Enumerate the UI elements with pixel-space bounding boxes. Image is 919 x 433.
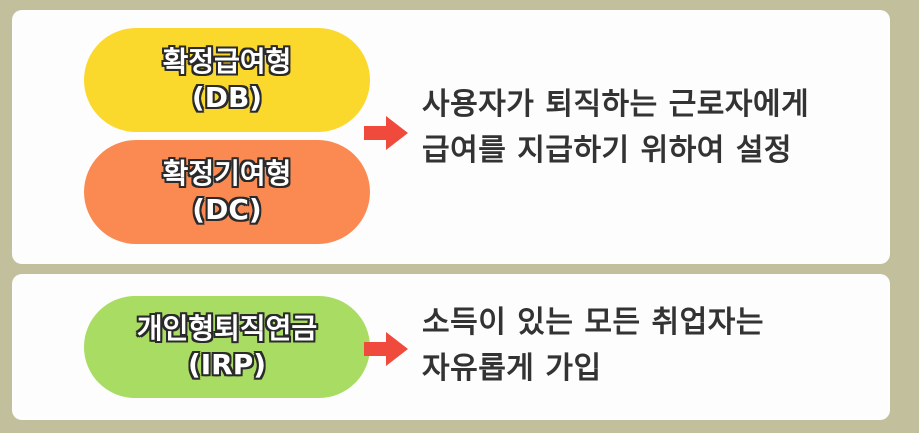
top-panel: 확정급여형 (DB) 확정기여형 (DC) 사용자가 퇴직하는 근로자에게 급여…: [12, 10, 890, 264]
right-arrow-icon: [364, 332, 408, 366]
irp-pill: 개인형퇴직연금 (IRP): [84, 296, 370, 398]
right-arrow-icon: [364, 116, 408, 150]
dc-pill: 확정기여형 (DC): [84, 140, 370, 244]
dc-abbrev: (DC): [192, 193, 262, 226]
top-description-line1: 사용자가 퇴직하는 근로자에게: [422, 87, 810, 122]
bottom-description-line1: 소득이 있는 모든 취업자는: [422, 305, 764, 340]
bottom-description: 소득이 있는 모든 취업자는 자유롭게 가입: [422, 300, 764, 392]
db-title: 확정급여형: [162, 45, 292, 78]
bottom-description-line2: 자유롭게 가입: [422, 351, 602, 386]
bottom-panel: 개인형퇴직연금 (IRP) 소득이 있는 모든 취업자는 자유롭게 가입: [12, 274, 890, 420]
top-description: 사용자가 퇴직하는 근로자에게 급여를 지급하기 위하여 설정: [422, 82, 809, 174]
db-abbrev: (DB): [191, 81, 263, 114]
irp-title: 개인형퇴직연금: [136, 312, 318, 345]
irp-abbrev: (IRP): [187, 348, 267, 381]
top-description-line2: 급여를 지급하기 위하여 설정: [422, 133, 793, 168]
db-pill: 확정급여형 (DB): [84, 28, 370, 132]
dc-title: 확정기여형: [162, 157, 292, 190]
